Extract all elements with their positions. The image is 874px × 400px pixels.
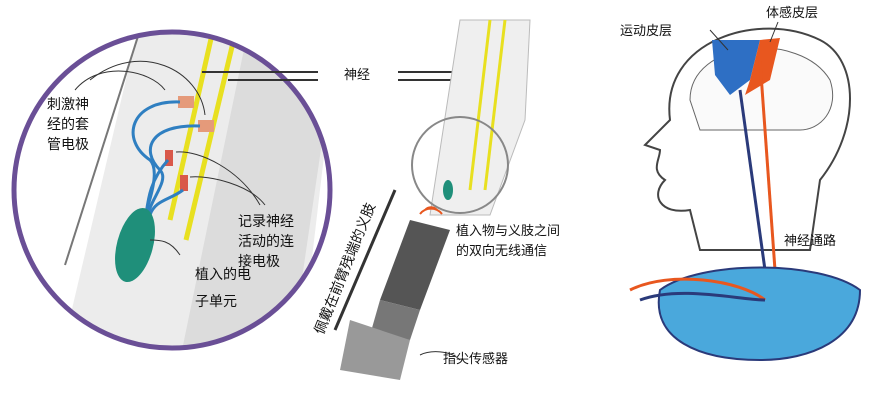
prosthetic-hand	[340, 320, 410, 380]
motor-cortex-label: 运动皮层	[620, 24, 673, 39]
nerve-label: 神经	[344, 68, 371, 83]
zoom-circle	[11, 29, 333, 351]
arm-illustration	[333, 19, 531, 380]
recording-electrode-label: 记录神经 活动的连 接电极	[238, 214, 294, 270]
head-brain-illustration	[629, 21, 862, 362]
motor-cortex	[712, 40, 760, 95]
arrow	[333, 189, 397, 331]
sensory-cortex	[745, 38, 780, 95]
spinal-cord	[657, 266, 862, 362]
prosthesis-socket	[380, 220, 450, 310]
sensory-cortex-label: 体感皮层	[766, 6, 819, 21]
implant-unit	[115, 208, 155, 282]
wireless-icon	[419, 206, 443, 215]
implant-unit-label-2: 子单元	[195, 294, 237, 310]
neural-pathway-label: 神经通路	[784, 234, 837, 249]
implant-unit-label-1: 植入的电	[195, 267, 251, 283]
fingertip-sensor-label: 指尖传感器	[443, 352, 509, 367]
wireless-label: 植入物与义肢之间 的双向无线通信	[456, 224, 561, 259]
cuff-electrode-label: 刺激神 经的套 管电极	[47, 97, 89, 153]
nerve-2	[183, 32, 239, 241]
